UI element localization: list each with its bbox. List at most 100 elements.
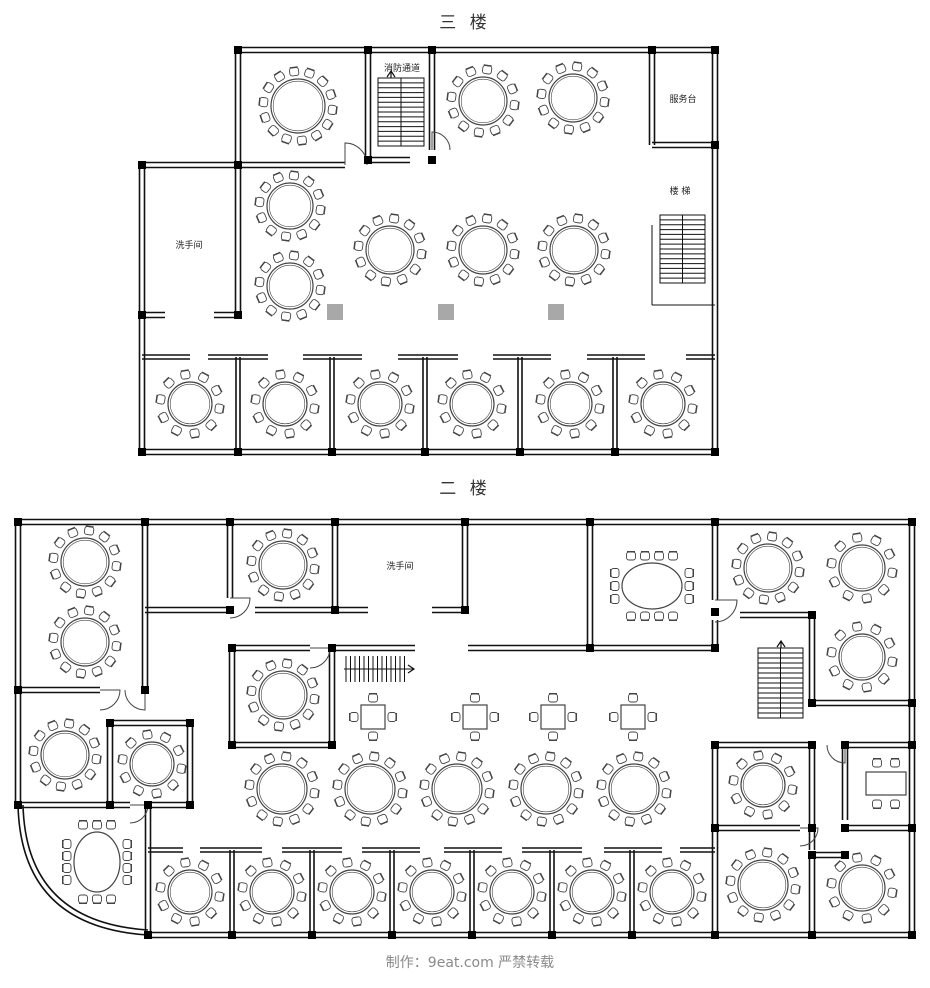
chair-back: [630, 415, 636, 424]
chair: [560, 756, 573, 769]
chair-seat: [668, 611, 678, 621]
chair-seat: [256, 809, 268, 821]
chair-back: [296, 371, 305, 377]
round-table: [743, 543, 793, 593]
chair: [109, 544, 121, 556]
chair-back: [731, 559, 734, 568]
chair-back: [781, 852, 790, 859]
chair: [870, 854, 882, 867]
column: [711, 741, 719, 749]
chair: [641, 813, 653, 826]
chair-back: [275, 369, 284, 372]
chair: [412, 913, 425, 925]
column: [228, 931, 236, 939]
chair-back: [742, 593, 750, 600]
chair-seat: [368, 731, 378, 741]
second-floor-title: 二 楼: [439, 479, 490, 499]
chair: [83, 525, 95, 536]
chair: [49, 648, 61, 660]
chair-seat: [883, 637, 895, 649]
chair-seat: [316, 76, 328, 88]
chair-seat: [296, 534, 308, 546]
chair: [536, 891, 547, 902]
round-table-rim: [62, 539, 108, 585]
chair-back: [180, 369, 189, 372]
chair: [376, 891, 387, 902]
chair-back: [267, 130, 274, 137]
chair: [484, 864, 497, 877]
chair: [484, 788, 495, 799]
chair: [48, 552, 59, 564]
chair: [496, 69, 509, 82]
chair-back: [250, 394, 253, 403]
chair-seat: [631, 411, 642, 423]
chair: [259, 112, 271, 123]
chair: [607, 907, 620, 920]
chair-back: [76, 676, 85, 679]
chair-back: [565, 284, 574, 287]
square-table-set: [608, 692, 658, 742]
chair-seat: [307, 677, 318, 689]
chair-seat: [60, 581, 72, 593]
chair: [770, 909, 782, 922]
chair-seat: [548, 693, 558, 703]
chair-back: [479, 903, 485, 912]
chair: [170, 425, 183, 437]
chair-seat: [78, 724, 90, 736]
chair-back: [170, 919, 179, 925]
chair: [609, 568, 620, 578]
chair-seat: [205, 907, 217, 919]
round-table: [258, 540, 308, 590]
chair: [861, 593, 872, 604]
chair: [570, 770, 583, 782]
chair: [345, 394, 356, 405]
chair: [571, 61, 583, 72]
chair: [477, 803, 490, 816]
chair-seat: [303, 176, 315, 188]
chair: [262, 857, 273, 868]
chair-seat: [566, 803, 578, 815]
chair-back: [257, 590, 265, 597]
chair: [609, 594, 620, 604]
round-table-rim: [610, 765, 658, 813]
chair-back: [523, 859, 532, 865]
main-stairs: [659, 214, 706, 284]
chair: [778, 800, 791, 813]
chair-back: [564, 864, 572, 872]
chair: [307, 547, 319, 559]
chair: [404, 403, 415, 414]
chair: [360, 816, 371, 827]
chair-back: [725, 876, 728, 885]
chair-seat: [409, 263, 421, 275]
chair: [211, 872, 223, 885]
chair-back: [736, 911, 745, 918]
chair-seat: [67, 527, 79, 538]
round-table-rim: [169, 383, 211, 425]
chair-back: [644, 820, 653, 826]
chair-seat: [325, 865, 337, 877]
chair-seat: [684, 385, 695, 397]
chair-back: [699, 872, 705, 881]
chair: [502, 857, 513, 868]
round-table-rim: [742, 764, 784, 806]
column: [234, 448, 242, 456]
chair-seat: [272, 172, 284, 183]
chair-seat: [835, 861, 846, 872]
chair: [661, 788, 672, 799]
chair: [39, 774, 52, 787]
chair: [684, 384, 696, 397]
chair-seat: [54, 537, 66, 549]
chair-seat: [258, 584, 270, 596]
chair: [352, 376, 365, 389]
chair: [591, 916, 602, 927]
chair-seat: [480, 899, 491, 911]
chair: [306, 384, 318, 397]
chair-back: [607, 98, 610, 107]
chair-back: [265, 659, 274, 665]
chair: [390, 803, 403, 816]
door-swing: [344, 142, 368, 166]
column: [186, 719, 194, 727]
chair-seat: [296, 757, 308, 769]
chair: [597, 796, 610, 808]
chair-seat: [84, 768, 96, 780]
